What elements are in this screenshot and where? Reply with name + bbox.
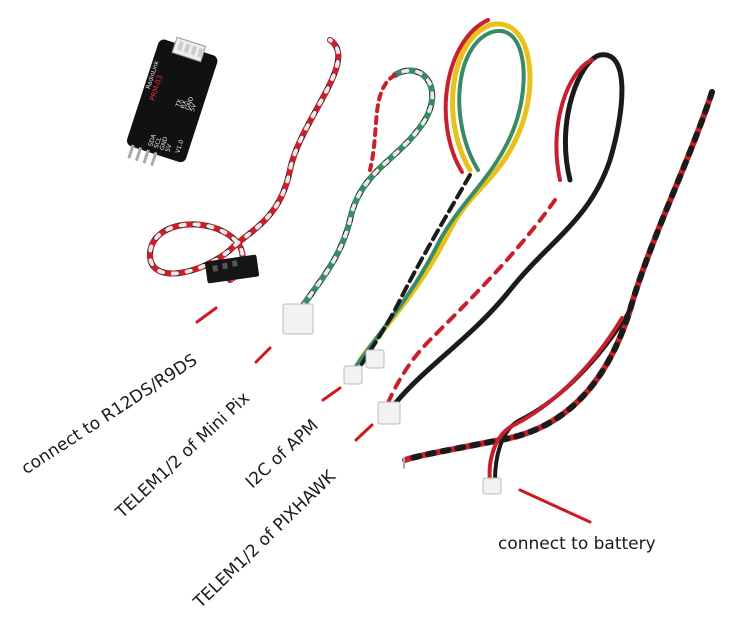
board-pin-label-2: GND <box>159 136 170 152</box>
pointer-minipix <box>254 346 272 364</box>
cable-apm <box>343 18 533 385</box>
cable-r12ds <box>146 37 342 284</box>
cable-pixhawk <box>377 52 625 425</box>
board-telem-label-0: TX <box>174 98 183 109</box>
pointer-apm <box>321 386 342 402</box>
jst-connector-apm <box>343 365 363 385</box>
board-version-text: V1.0 <box>174 139 185 154</box>
jst-connector-apm-2 <box>365 349 385 369</box>
label-connect-battery: connect to battery <box>498 534 656 554</box>
pointer-lines <box>195 306 592 524</box>
board-body <box>126 39 218 163</box>
pointer-battery <box>518 488 592 524</box>
pointer-r12ds <box>195 306 218 324</box>
cable-battery <box>402 89 715 495</box>
jst-connector-battery <box>482 477 502 495</box>
board-pin-label-3: 5V <box>164 142 173 153</box>
cable-minipix <box>282 67 436 335</box>
board-telem-label-3: 5V <box>189 102 198 113</box>
servo-connector-black <box>204 254 260 284</box>
jst-connector-pixhawk <box>377 401 401 425</box>
pointer-pixhawk <box>354 423 374 442</box>
board-pin-label-1: SCL <box>153 136 163 150</box>
board-pin-label-0: SDA <box>147 133 158 148</box>
board-telem-label-1: RX <box>180 100 189 110</box>
board-telem-label-2: GND <box>184 96 195 112</box>
jst-connector-minipix <box>282 303 314 335</box>
